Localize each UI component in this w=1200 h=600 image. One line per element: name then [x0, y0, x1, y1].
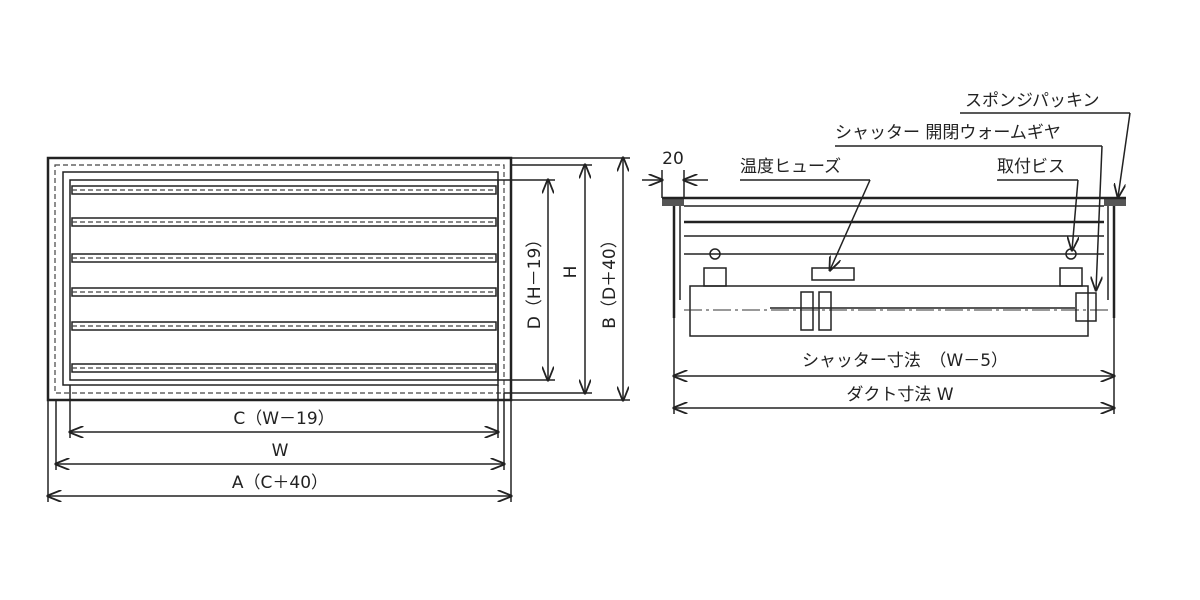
dim-b: B（D＋40）	[600, 231, 620, 328]
label-sponge-packing: スポンジパッキン	[965, 91, 1099, 111]
outer-frame	[46, 156, 513, 402]
label-worm-gear: シャッター 開閉ウォームギヤ	[835, 123, 1061, 143]
bracket-right	[1059, 267, 1083, 287]
dim-c: C（W－19）	[233, 409, 334, 429]
section-view: 温度ヒューズ 取付ビス シャッター 開閉ウォームギヤ スポンジパッキン 20 シ…	[642, 91, 1131, 414]
label-mounting-screw: 取付ビス	[997, 157, 1065, 177]
label-temperature-fuse: 温度ヒューズ	[740, 157, 841, 177]
dim-w: W	[272, 441, 289, 461]
fuse-block-1	[800, 291, 814, 331]
dim-a: A（C＋40）	[232, 473, 328, 493]
sponge-packing-left	[662, 198, 684, 206]
bracket-left	[703, 267, 727, 287]
temperature-fuse	[811, 267, 855, 281]
sponge-packing-right	[1104, 198, 1126, 206]
shutter-body	[689, 285, 1089, 337]
dim-shutter: シャッター寸法 （W－5）	[802, 351, 1008, 371]
dim-h: H	[561, 266, 581, 279]
frame-dashed-line	[54, 164, 505, 394]
inner-frame	[62, 171, 499, 386]
dim-flange: 20	[662, 149, 684, 169]
screw-left	[709, 248, 721, 260]
louver-blades	[71, 185, 497, 373]
front-view: C（W－19） W A（C＋40） D（H－19） H B（D＋40）	[48, 158, 630, 502]
dim-duct: ダクト寸法 W	[846, 385, 953, 405]
fuse-block-2	[818, 291, 832, 331]
dim-d: D（H－19）	[525, 231, 545, 330]
worm-gear	[1075, 292, 1097, 322]
